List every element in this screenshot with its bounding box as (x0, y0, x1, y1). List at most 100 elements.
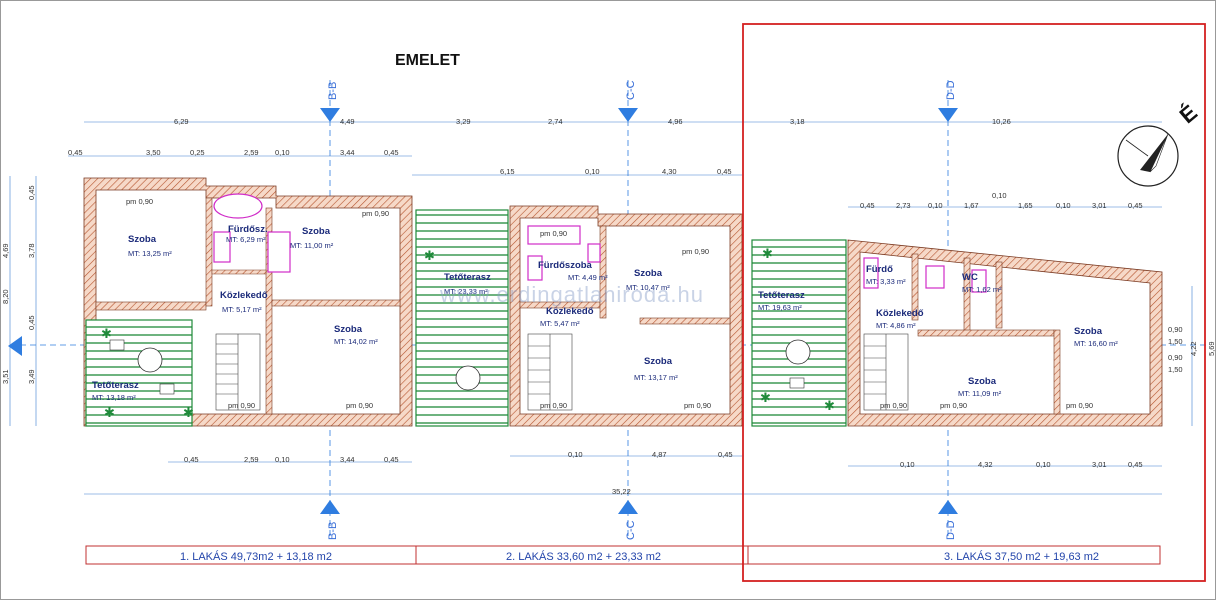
dim-label: 0,10 (1056, 201, 1071, 210)
pm-label: pm 0,90 (540, 401, 567, 410)
room-area: MT: 6,29 m² (226, 235, 266, 244)
dim-label: 0,10 (568, 450, 583, 459)
plant-icon: ✱ (762, 246, 773, 261)
room-area: MT: 4,86 m² (876, 321, 916, 330)
dim-label: 0,45 (718, 450, 733, 459)
page-title: EMELET (395, 52, 460, 69)
dim-label: 1,50 (1168, 337, 1183, 346)
dim-label: 2,74 (548, 117, 563, 126)
plant-icon: ✱ (104, 405, 115, 420)
dim-label: 4,87 (652, 450, 667, 459)
top-dimensions: 6,29 4,49 3,29 2,74 4,96 3,18 10,26 0,45… (68, 117, 1143, 210)
room-name: Fürdőszoba (538, 260, 593, 271)
room-name: Szoba (644, 356, 673, 367)
bath-fixtures-2 (527, 225, 601, 281)
staircase-2 (527, 333, 573, 411)
section-label-bb-bottom: B-B (327, 522, 339, 540)
dim-label: 0,10 (900, 460, 915, 469)
room-area: MT: 16,60 m² (1074, 339, 1118, 348)
room-area: MT: 11,00 m² (290, 241, 334, 250)
pm-label: pm 0,90 (682, 247, 709, 256)
pm-label: pm 0,90 (346, 401, 373, 410)
dim-label: 0,10 (275, 455, 290, 464)
room-name: Szoba (634, 268, 663, 279)
plant-icon: ✱ (183, 405, 194, 420)
room-area: MT: 13,17 m² (634, 373, 678, 382)
highlight-box (742, 23, 1206, 582)
dim-label: 0,45 (184, 455, 199, 464)
room-name: Szoba (128, 234, 157, 245)
dim-label: 5,69 (1207, 341, 1216, 356)
room-name: Szoba (968, 376, 997, 387)
dim-label: 10,26 (992, 117, 1011, 126)
room-name: Szoba (302, 226, 331, 237)
terrace-3: ✱ ✱ ✱ (751, 239, 847, 427)
bath-fixtures-3 (863, 257, 987, 293)
room-area: MT: 4,49 m² (568, 273, 608, 282)
apartment-1-summary: 1. LAKÁS 49,73m2 + 13,18 m2 (180, 550, 332, 563)
dimension-lines (9, 121, 1193, 495)
dim-label: 6,15 (500, 167, 515, 176)
room-area: MT: 11,09 m² (958, 389, 1002, 398)
section-label-dd-bottom: D-D (945, 520, 957, 540)
dim-label: 0,45 (68, 148, 83, 157)
dim-label: 3,44 (340, 455, 355, 464)
room-name: Szoba (334, 324, 363, 335)
dim-label: 0,45 (1128, 201, 1143, 210)
room-area: MT: 10,47 m² (626, 283, 670, 292)
dim-label: 3,18 (790, 117, 805, 126)
dim-label: 4,49 (340, 117, 355, 126)
left-dimensions: 4,69 3,78 0,45 8,20 3,51 3,49 0,45 (1, 185, 36, 384)
plant-icon: ✱ (824, 398, 835, 413)
pm-label: pm 0,90 (228, 401, 255, 410)
room-name: Tetőterasz (92, 380, 139, 391)
section-arrow-icon (320, 108, 340, 122)
apartment-3-summary: 3. LAKÁS 37,50 m2 + 19,63 m2 (944, 550, 1099, 563)
dim-label: 0,45 (717, 167, 732, 176)
bath-fixtures-1 (213, 193, 291, 273)
terrace-1: ✱ ✱ ✱ (85, 319, 194, 427)
overall-dim-label: 35,22 (612, 487, 631, 496)
dim-label: 0,90 (1168, 325, 1183, 334)
room-area: MT: 13,18 m² (92, 393, 136, 402)
room-name: Tetőterasz (444, 272, 491, 283)
dim-label: 0,45 (1128, 460, 1143, 469)
room-area: MT: 19,63 m² (758, 303, 802, 312)
dim-label: 4,32 (978, 460, 993, 469)
pm-label: pm 0,90 (126, 197, 153, 206)
dim-label: 8,20 (1, 289, 10, 304)
dim-label: 3,44 (340, 148, 355, 157)
dim-label: 3,49 (27, 369, 36, 384)
pm-label: pm 0,90 (940, 401, 967, 410)
terrace-2: ✱ (415, 209, 509, 427)
room-area: MT: 5,17 m² (222, 305, 262, 314)
section-label-cc-top: C-C (625, 80, 637, 100)
section-arrow-icon (618, 500, 638, 514)
dim-label: 4,69 (1, 243, 10, 258)
plant-icon: ✱ (101, 326, 112, 341)
bottom-dimensions: 0,45 2,59 0,10 3,44 0,45 0,10 4,87 0,45 … (184, 450, 1143, 496)
dim-label: 0,10 (1036, 460, 1051, 469)
dim-label: 0,10 (585, 167, 600, 176)
right-dimensions: 0,90 1,50 0,90 1,50 4,22 5,69 (1168, 325, 1216, 374)
dim-label: 2,59 (244, 148, 259, 157)
plant-icon: ✱ (760, 390, 771, 405)
section-label-dd-top: D-D (945, 80, 957, 100)
section-label-cc-bottom: C-C (625, 520, 637, 540)
pm-label: pm 0,90 (684, 401, 711, 410)
dim-label: 2,73 (896, 201, 911, 210)
dim-label: 0,25 (190, 148, 205, 157)
dim-label: 0,10 (992, 191, 1007, 200)
dim-label: 3,01 (1092, 460, 1107, 469)
pm-label: pm 0,90 (880, 401, 907, 410)
dim-label: 4,22 (1189, 341, 1198, 356)
dim-label: 0,45 (860, 201, 875, 210)
dim-label: 3,01 (1092, 201, 1107, 210)
room-labels: Szoba MT: 13,25 m² Fürdősz. MT: 6,29 m² … (92, 224, 1118, 402)
dim-label: 2,59 (244, 455, 259, 464)
section-arrow-icon (618, 108, 638, 122)
staircase-3 (863, 333, 909, 411)
dim-label: 0,45 (27, 185, 36, 200)
room-name: Közlekedő (220, 290, 268, 301)
room-name: Szoba (1074, 326, 1103, 337)
